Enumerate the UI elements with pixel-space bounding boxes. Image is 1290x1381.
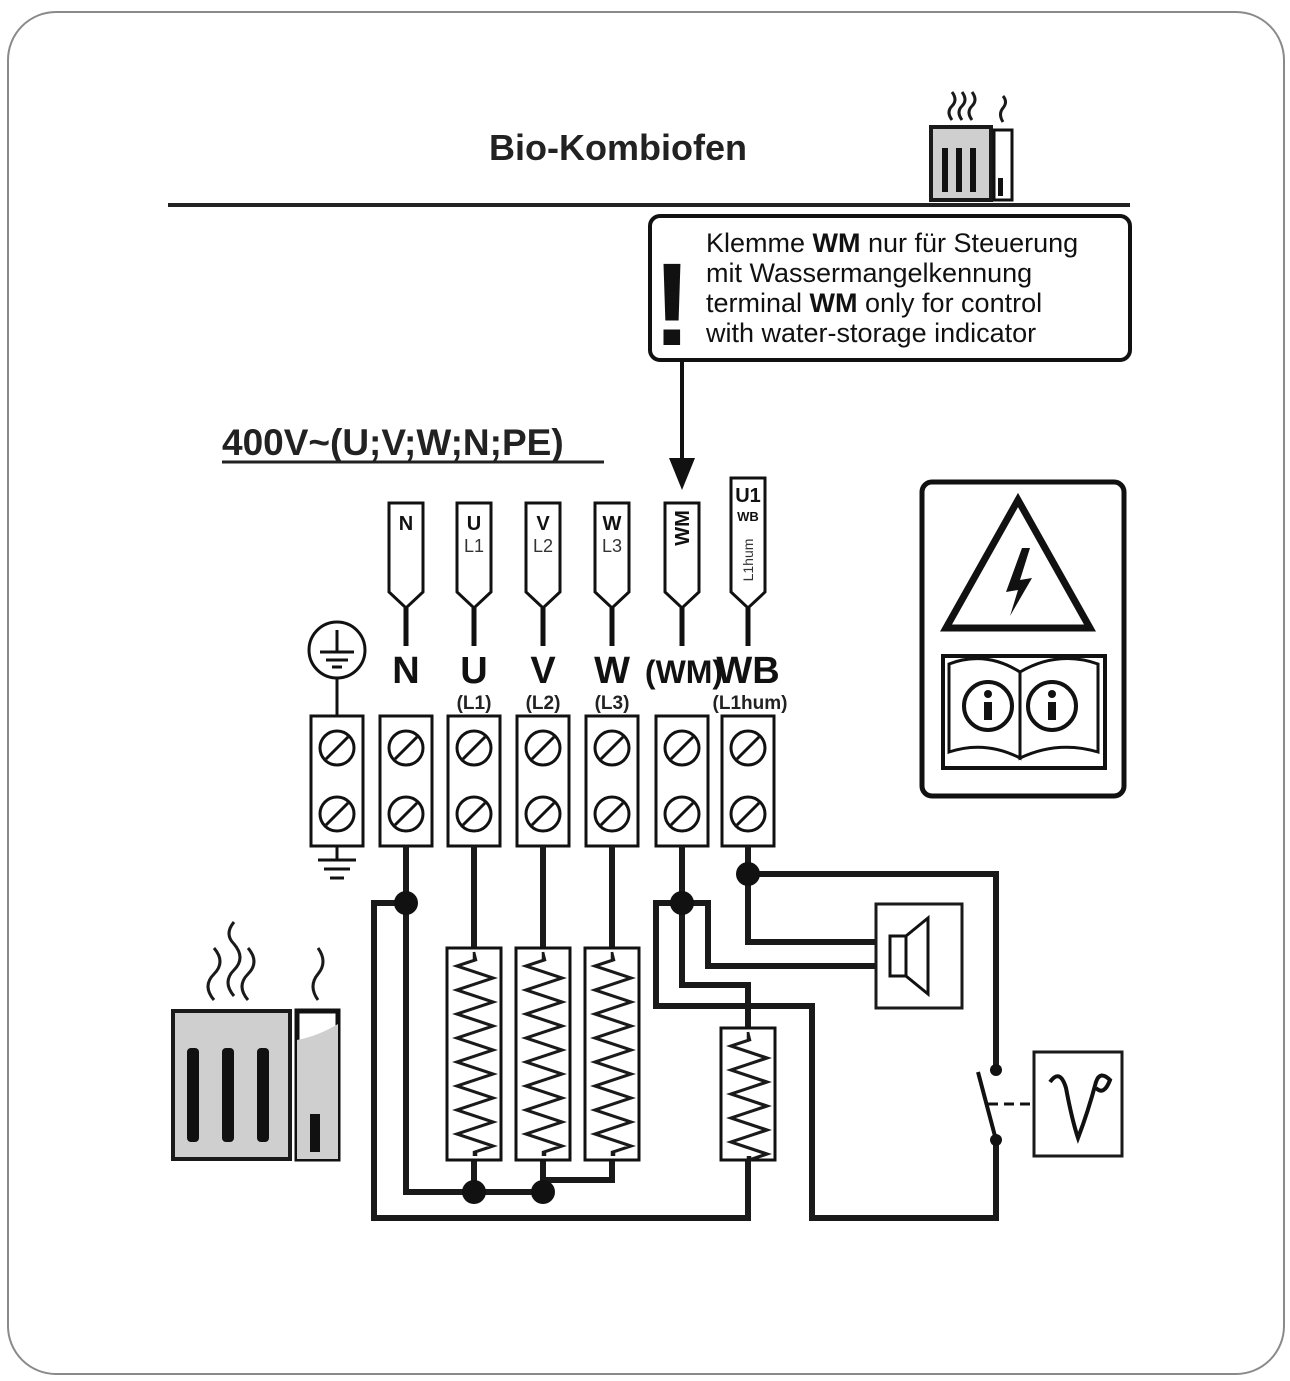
terminal-label: W [594,650,630,692]
notice-exclamation: ! [652,239,691,371]
terminal [378,714,434,848]
ground-icon [318,846,356,880]
high-voltage-warning-icon [940,492,1096,632]
heating-element-icon [445,946,503,1162]
terminal-block [309,714,776,848]
heating-element-icon [583,946,641,1162]
plug-label: W [603,513,622,535]
plug-label: U [467,513,481,535]
diagram-title: Bio-Kombiofen [489,127,747,168]
plug-sub-label: L1hum [740,539,756,582]
terminal-label: V [530,650,556,692]
warning-panel [919,479,1127,799]
plug-n: N [387,501,425,646]
notice-line: terminal WM only for control [706,288,1042,318]
plug-wm: WM [663,501,701,646]
terminal-sublabel: (L1) [457,693,492,714]
plug-u: UL1 [455,501,493,646]
ground-icon [307,620,367,718]
plug-w: WL3 [593,501,631,646]
thermostat-icon [1032,1050,1124,1158]
terminal [654,714,710,848]
junction-dots [394,862,760,1204]
plug-label: WM [672,510,694,546]
plug-mid-label: WB [737,509,759,524]
plug-sub-label: L3 [602,536,622,556]
plug-v: VL2 [524,501,562,646]
terminal-label: WB [716,650,779,692]
speaker-icon [874,902,964,1010]
terminal-label: N [392,650,419,692]
terminal-sublabel: (L2) [526,693,561,714]
stove-icon [171,921,341,1162]
n-wire [403,846,543,1195]
terminal [309,714,365,848]
thermostat-switch [976,1050,1124,1158]
n-outer-wire [371,900,751,1221]
terminal-label: (WM) [645,654,723,690]
notice-arrow [669,362,695,490]
terminal [720,714,776,848]
plug-label: N [399,513,413,535]
plug-label: V [536,513,550,535]
heating-elements [445,946,777,1162]
terminal-sublabel: (L3) [595,693,630,714]
terminal-sublabel: (L1hum) [713,693,788,714]
plug-sub-label: L2 [533,536,553,556]
heating-element-icon [719,1026,777,1162]
heating-element-icon [514,946,572,1162]
supply-label: 400V~(U;V;W;N;PE) [222,422,564,463]
terminal [446,714,502,848]
plug-sub-label: L1 [464,536,484,556]
terminal-label: U [460,650,487,692]
terminal [515,714,571,848]
notice-line: Klemme WM nur für Steuerung [706,228,1078,258]
notice-line: mit Wassermangelkennung [706,258,1032,288]
wiring [371,846,999,1221]
manual-info-icon [941,654,1107,770]
stove-icon [929,91,1014,202]
notice-line: with water-storage indicator [705,318,1036,348]
plug-label: U1 [735,485,761,507]
terminal [584,714,640,848]
